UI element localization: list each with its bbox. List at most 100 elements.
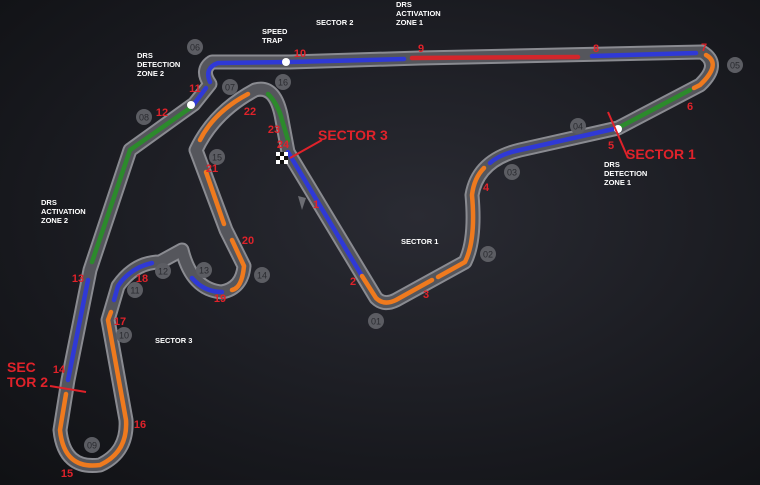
- turn-number: 9: [418, 43, 424, 55]
- marker-badge: 04: [570, 118, 586, 134]
- turn-number: 7: [701, 42, 707, 54]
- sector-1-caption: SECTOR 1: [401, 237, 438, 246]
- turn-number: 24: [277, 139, 290, 151]
- drs-activation-2-label: DRS: [41, 198, 57, 207]
- drs-detection-1-label: DETECTION: [604, 169, 647, 178]
- marker-badge: 05: [727, 57, 743, 73]
- turn-number: 17: [114, 316, 126, 328]
- drs-activation-1-label: ZONE 1: [396, 18, 423, 27]
- drs-detection-2-label: ZONE 2: [137, 69, 164, 78]
- marker-badge: 10: [116, 327, 132, 343]
- segment-blue-turn-11: [191, 85, 209, 107]
- segment-green-turn-5-6: [615, 87, 693, 131]
- segment-orange-turn-2-3: [359, 273, 435, 305]
- marker-badge: 11: [127, 282, 143, 298]
- segment-blue-turn-17-18: [111, 260, 155, 303]
- sector-3-caption: SECTOR 3: [155, 336, 192, 345]
- turn-number: 21: [206, 163, 218, 175]
- checkered-flag-icon: [276, 152, 288, 164]
- marker-badge: 02: [480, 246, 496, 262]
- drs-activation-1-label: DRS: [396, 0, 412, 9]
- marker-label: 06: [190, 43, 200, 53]
- turn-number: 22: [244, 106, 256, 118]
- speed-trap-label: SPEED: [262, 27, 288, 36]
- drs-detection-1-label: ZONE 1: [604, 178, 631, 187]
- segment-green-turn-12-13: [89, 105, 193, 265]
- sector-2-label-line-1: SEC: [7, 359, 36, 375]
- marker-label: 08: [139, 113, 149, 123]
- marker-label: 13: [199, 266, 209, 276]
- turn-number: 20: [242, 235, 254, 247]
- turn-number: 18: [136, 273, 148, 285]
- segment-blue-turn-9-10: [206, 56, 407, 85]
- marker-badge: 07: [222, 79, 238, 95]
- turn-number: 1: [313, 199, 319, 211]
- marker-badge: 14: [254, 267, 270, 283]
- turn-number: 5: [608, 140, 614, 152]
- marker-label: 02: [483, 250, 493, 260]
- drs-activation-1-label: ACTIVATION: [396, 9, 441, 18]
- turn-number: 13: [72, 273, 84, 285]
- marker-badge: 15: [209, 149, 225, 165]
- marker-label: 07: [225, 83, 235, 93]
- drs-detection-2-label: DRS: [137, 51, 153, 60]
- drs-activation-2-label: ACTIVATION: [41, 207, 86, 216]
- segment-blue-main-straight: [285, 149, 365, 279]
- marker-badges: 01 02 03 04 05 06 07 08 09 10 11 12 13 1…: [84, 39, 743, 453]
- sector-labels: SECTOR 1 SECTOR 3 SEC TOR 2: [7, 127, 696, 390]
- sector-2-caption: SECTOR 2: [316, 18, 353, 27]
- segment-orange-turn-6-7: [691, 52, 715, 91]
- sector-3-label: SECTOR 3: [318, 127, 388, 143]
- segment-orange-turn-3-4: [435, 165, 487, 280]
- speed-trap-point: [282, 58, 290, 66]
- segment-orange-turn-22: [197, 91, 251, 143]
- segment-blue-turn-19: [189, 275, 225, 295]
- sector-2-label-line-2: TOR 2: [7, 374, 48, 390]
- captions: SECTOR 2 SECTOR 1 SECTOR 3 SPEED TRAP DR…: [41, 0, 647, 345]
- turn-number: 23: [268, 124, 280, 136]
- direction-arrow-icon: [298, 196, 306, 210]
- marker-badge: 06: [187, 39, 203, 55]
- turn-numbers: 1 2 3 4 5 6 7 8 9 10 11 12 13 14 15 16 1…: [53, 42, 707, 480]
- turn-number: 19: [214, 293, 226, 305]
- marker-badge: 13: [196, 262, 212, 278]
- marker-label: 11: [130, 286, 139, 296]
- sector-1-boundary-line: [607, 111, 629, 159]
- marker-badge: 03: [504, 164, 520, 180]
- sector-3-boundary-line: [289, 139, 323, 159]
- turn-number: 6: [687, 101, 693, 113]
- marker-label: 16: [278, 78, 288, 88]
- marker-badge: 12: [155, 263, 171, 279]
- segment-orange-turn-21: [203, 169, 227, 227]
- turn-number: 8: [593, 43, 599, 55]
- segment-blue-turn-13-14: [65, 277, 91, 383]
- segment-blue-turn-4-5: [487, 125, 621, 166]
- segment-blue-turn-7-8: [589, 50, 699, 59]
- marker-label: 01: [371, 317, 381, 327]
- drs-detection-2-point: [187, 101, 195, 109]
- drs-activation-2-label: ZONE 2: [41, 216, 68, 225]
- turn-number: 11: [189, 83, 201, 95]
- marker-label: 04: [573, 122, 583, 132]
- turn-number: 12: [156, 107, 168, 119]
- marker-badge: 08: [136, 109, 152, 125]
- turn-number: 2: [350, 276, 356, 288]
- drs-detection-2-label: DETECTION: [137, 60, 180, 69]
- drs-detection-1-label: DRS: [604, 160, 620, 169]
- segment-green-turn-23: [265, 91, 291, 143]
- segment-orange-turn-14-16: [57, 309, 129, 468]
- turn-number: 14: [53, 364, 66, 376]
- marker-label: 12: [158, 267, 168, 277]
- marker-label: 09: [87, 441, 97, 451]
- marker-label: 03: [507, 168, 517, 178]
- marker-label: 05: [730, 61, 740, 71]
- segment-orange-turn-20: [229, 237, 247, 293]
- turn-number: 16: [134, 419, 146, 431]
- turn-number: 3: [423, 289, 429, 301]
- marker-label: 10: [119, 331, 129, 341]
- segment-drs-red-straight: [409, 54, 581, 61]
- turn-number: 15: [61, 468, 73, 480]
- marker-badge: 01: [368, 313, 384, 329]
